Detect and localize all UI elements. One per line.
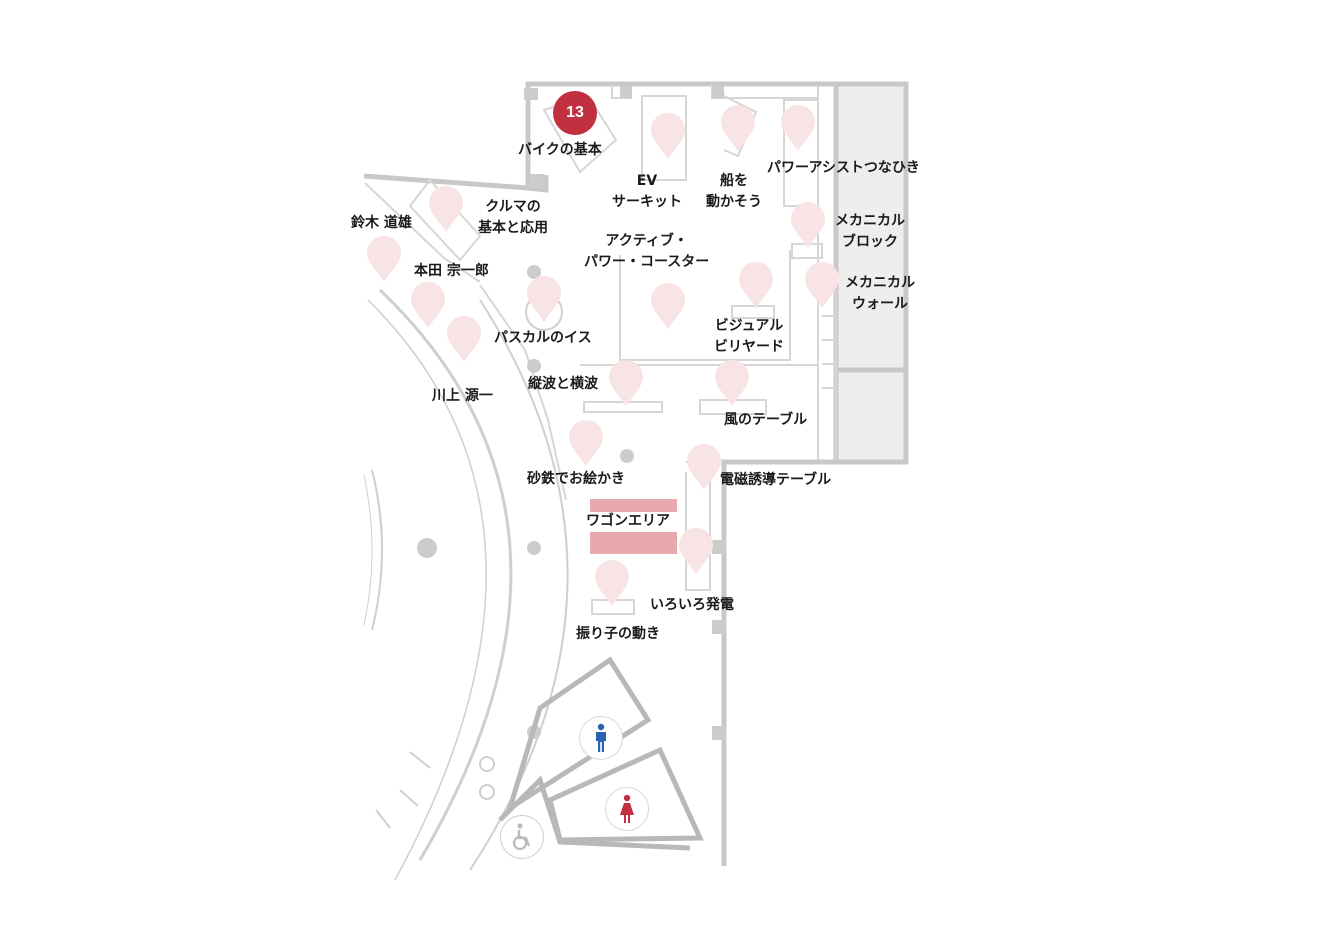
map-pin-icon[interactable] <box>650 283 686 331</box>
label-line: 砂鉄でお絵かき <box>527 471 625 487</box>
label-wagon[interactable]: ワゴンエリア <box>586 511 670 532</box>
label-pendulum[interactable]: 振り子の動き <box>576 624 660 645</box>
map-pin-icon[interactable] <box>714 360 750 408</box>
label-power-assist[interactable]: パワーアシストつなひき <box>767 158 920 179</box>
map-pin-icon[interactable] <box>650 113 686 161</box>
label-car[interactable]: クルマの基本と応用 <box>478 197 548 239</box>
restroom-walls <box>498 656 704 851</box>
active-exhibit-marker[interactable]: 13 <box>553 91 597 135</box>
label-line: 縦波と横波 <box>528 376 598 392</box>
label-line: ブロック <box>842 234 898 250</box>
women-restroom-icon <box>605 787 649 831</box>
label-line: メカニカル <box>845 275 915 291</box>
map-pin-icon[interactable] <box>678 528 714 576</box>
map-pin-icon[interactable] <box>568 420 604 468</box>
label-line: アクティブ・ <box>605 233 688 249</box>
label-line: 川上 源一 <box>432 388 493 404</box>
map-pin-icon[interactable] <box>686 444 722 492</box>
label-line: パスカルのイス <box>494 330 592 346</box>
label-line: クルマの <box>485 199 541 215</box>
label-honda[interactable]: 本田 宗一郎 <box>414 261 489 282</box>
label-line: 動かそう <box>706 194 762 210</box>
label-suzuki[interactable]: 鈴木 道雄 <box>351 213 412 234</box>
active-exhibit-number: 13 <box>566 104 584 121</box>
label-line: 振り子の動き <box>576 626 660 642</box>
wagon-area <box>590 499 677 554</box>
label-induction[interactable]: 電磁誘導テーブル <box>720 470 831 491</box>
label-line: 船を <box>720 173 748 189</box>
map-pin-icon[interactable] <box>366 236 402 284</box>
label-line: 風のテーブル <box>724 412 808 428</box>
map-pin-icon[interactable] <box>428 186 464 234</box>
label-line: 電磁誘導テーブル <box>720 472 832 488</box>
label-line: 本田 宗一郎 <box>414 263 489 279</box>
label-line: パワー・コースター <box>584 254 710 270</box>
label-pascal[interactable]: パスカルのイス <box>494 328 592 349</box>
map-pin-icon[interactable] <box>446 316 482 364</box>
label-mech-block[interactable]: メカニカルブロック <box>835 211 905 253</box>
interior-lines <box>364 84 837 615</box>
map-pin-icon[interactable] <box>526 276 562 324</box>
map-pin-icon[interactable] <box>608 360 644 408</box>
label-kawakami[interactable]: 川上 源一 <box>432 386 493 407</box>
label-waves[interactable]: 縦波と横波 <box>528 374 598 395</box>
columns <box>417 86 726 740</box>
map-pin-icon[interactable] <box>790 202 826 250</box>
label-ship[interactable]: 船を動かそう <box>706 171 762 213</box>
label-billiard[interactable]: ビジュアルビリヤード <box>714 316 784 358</box>
label-line: バイクの基本 <box>518 142 602 158</box>
label-ev[interactable]: EV サーキット <box>612 171 682 213</box>
side-room <box>836 86 906 460</box>
label-generation[interactable]: いろいろ発電 <box>650 595 734 616</box>
label-line: ウォール <box>852 296 908 312</box>
label-line: ビリヤード <box>714 339 784 355</box>
map-pin-icon[interactable] <box>594 560 630 608</box>
label-bike[interactable]: バイクの基本 <box>518 140 602 161</box>
label-line: EV <box>636 173 658 189</box>
label-mech-wall[interactable]: メカニカルウォール <box>845 273 915 315</box>
map-pin-icon[interactable] <box>720 105 756 153</box>
label-line: 基本と応用 <box>478 220 548 236</box>
label-line: いろいろ発電 <box>650 597 734 613</box>
label-line: メカニカル <box>835 213 905 229</box>
wheelchair-icon <box>500 815 544 859</box>
map-pin-icon[interactable] <box>780 105 816 153</box>
label-line: 鈴木 道雄 <box>351 215 412 231</box>
label-line: ビジュアル <box>714 318 784 334</box>
label-iron-sand[interactable]: 砂鉄でお絵かき <box>527 469 625 490</box>
label-line: サーキット <box>612 194 682 210</box>
map-pin-icon[interactable] <box>804 262 840 310</box>
map-pin-icon[interactable] <box>738 262 774 310</box>
seats <box>375 293 563 829</box>
label-wind[interactable]: 風のテーブル <box>724 410 807 431</box>
map-pin-icon[interactable] <box>410 282 446 330</box>
label-line: ワゴンエリア <box>586 513 670 529</box>
label-active-coaster[interactable]: アクティブ・パワー・コースター <box>584 231 709 273</box>
label-line: パワーアシストつなひき <box>767 160 920 176</box>
men-restroom-icon <box>579 716 623 760</box>
